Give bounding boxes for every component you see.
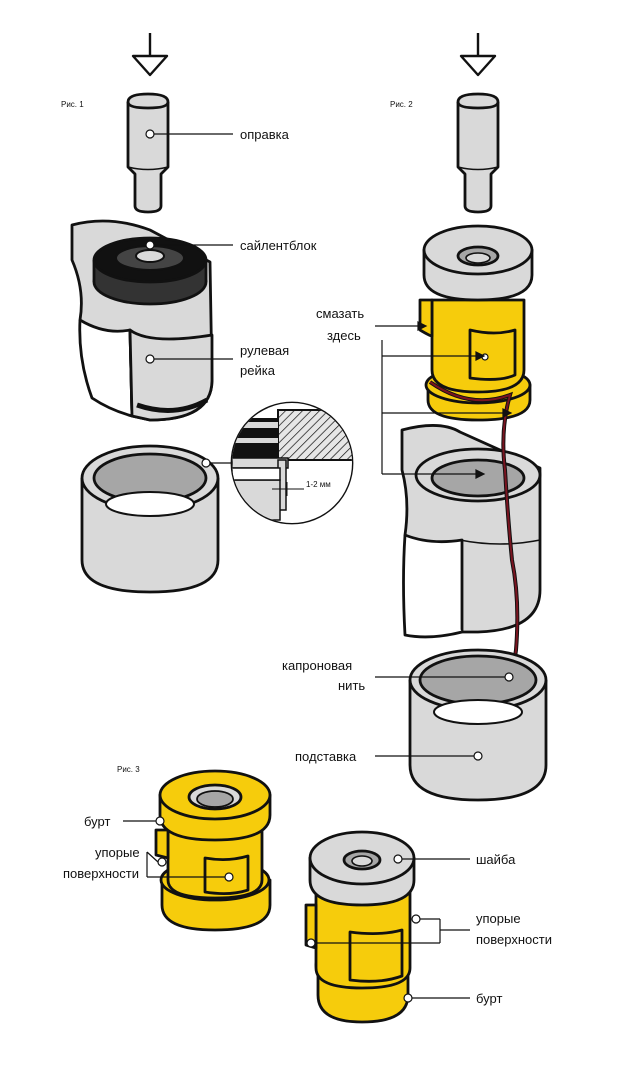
label-stop-left-1: упорые: [95, 845, 140, 860]
label-stop-left-2: поверхности: [63, 866, 139, 881]
polyurethane-bushing: [304, 830, 416, 1024]
label-thread-2: нить: [338, 678, 365, 693]
press-arrow-icon: [459, 33, 497, 77]
detail-zoom: 1-2 мм: [230, 401, 354, 525]
support-ring: [80, 444, 220, 594]
lubrication-pointers: [375, 321, 513, 479]
label-mandrel: оправка: [240, 127, 290, 142]
mandrel: [126, 92, 170, 214]
label-collar-right: бурт: [476, 991, 502, 1006]
fig2-label: Рис. 2: [390, 100, 413, 109]
silent-block: [92, 236, 208, 306]
label-collar-left: бурт: [84, 814, 110, 829]
mandrel: [456, 92, 500, 214]
fig3-label: Рис. 3: [117, 765, 140, 774]
polyurethane-bushing: [154, 769, 272, 932]
polyurethane-bushing: [418, 224, 534, 422]
label-stop-right-1: упорые: [476, 911, 521, 926]
label-thread-1: капроновая: [282, 658, 352, 673]
label-rack-1: рулевая: [240, 343, 289, 358]
gap-label: 1-2 мм: [306, 480, 331, 489]
label-lubricate-2: здесь: [327, 328, 361, 343]
label-washer: шайба: [476, 852, 516, 867]
label-support: подставка: [295, 749, 357, 764]
label-silent-block: сайлентблок: [240, 238, 317, 253]
fig1-label: Рис. 1: [61, 100, 84, 109]
press-arrow-icon: [131, 33, 169, 77]
label-rack-2: рейка: [240, 363, 276, 378]
support-ring: [408, 648, 548, 802]
label-stop-right-2: поверхности: [476, 932, 552, 947]
steering-rack: [400, 424, 542, 639]
label-lubricate-1: смазать: [316, 306, 364, 321]
